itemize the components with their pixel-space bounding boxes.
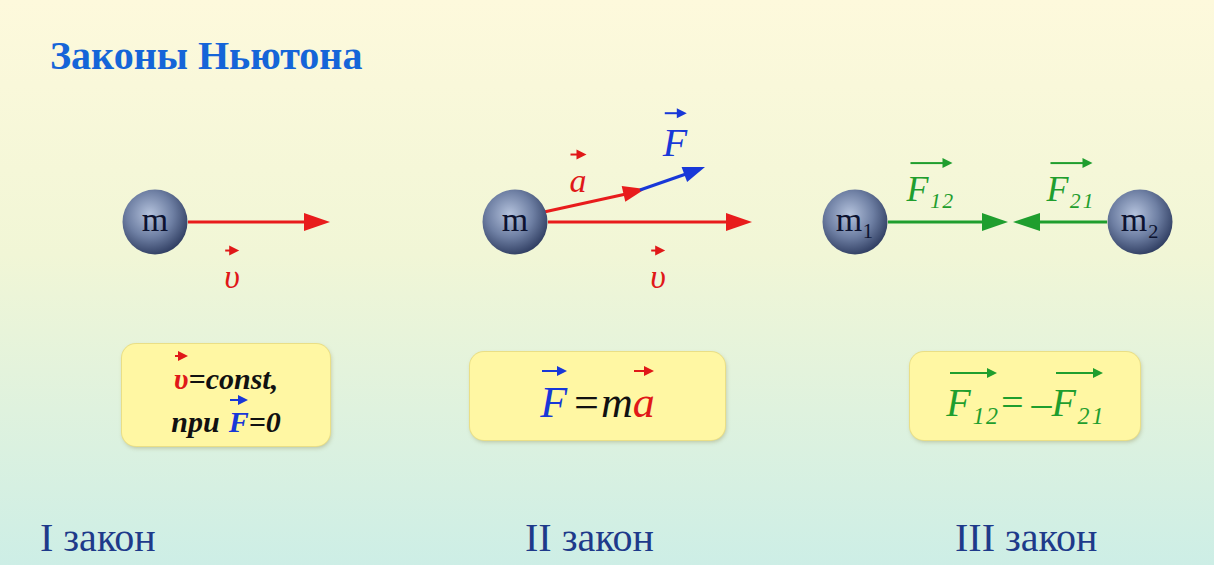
law-caption: I закон [40, 516, 156, 560]
formula-box: υ=const, при F=0 [122, 344, 330, 446]
law-name: II закон [525, 515, 654, 560]
mass-ball: m [482, 189, 548, 255]
vector-symbol: F₂₁ [1046, 158, 1093, 210]
formula-part: =const, [189, 362, 279, 395]
law-caption: II закон [525, 516, 654, 560]
formula-line: F=ma [540, 364, 654, 427]
formula-part: a [633, 364, 655, 427]
formula-line: при F=0 [171, 395, 281, 438]
formula-part: υ [174, 352, 189, 395]
vector-label: F [663, 107, 687, 165]
mass-label: m [502, 201, 528, 238]
vector-symbol: a [570, 150, 587, 199]
acceleration-arrow [544, 186, 645, 212]
vector-label: υ [650, 246, 666, 295]
vector-symbol: F₁₂ [906, 158, 953, 210]
velocity-arrow [548, 213, 752, 231]
formula-part: при [171, 405, 219, 438]
law-name: I закон [40, 515, 156, 560]
formula-part: F₁₂ [946, 367, 998, 425]
formula-line: υ=const, [174, 352, 278, 395]
ball-circle [1108, 190, 1173, 255]
mass-ball: m₁ [822, 189, 888, 255]
ball-circle [823, 190, 888, 255]
force-arrow [1013, 213, 1107, 231]
vector-symbol: F [663, 107, 687, 165]
ball-circle [123, 190, 188, 255]
vector-label: F₂₁ [1046, 158, 1093, 210]
mass-label: m₂ [1121, 201, 1159, 238]
formula-box: F=ma [470, 352, 725, 440]
mass-label: m [142, 201, 168, 238]
mass-ball: m [122, 189, 188, 255]
formula-part: F₂₁ [1052, 367, 1104, 425]
title: Законы Ньютона [50, 34, 362, 78]
law-name: III закон [955, 515, 1097, 560]
vector-symbol: υ [650, 246, 666, 295]
force-arrow [888, 213, 1008, 231]
formula-part: F [229, 395, 249, 438]
force-arrow [640, 167, 705, 190]
law-caption: III закон [955, 516, 1097, 560]
formula-line: F₁₂=–F₂₁ [946, 367, 1104, 425]
formula-part: =0 [249, 405, 281, 438]
formula-box: F₁₂=–F₂₁ [910, 352, 1140, 440]
velocity-arrow [188, 213, 330, 231]
vector-label: υ [224, 246, 240, 295]
vector-label: a [570, 150, 587, 199]
vector-symbol: υ [224, 246, 240, 295]
mass-ball: m₂ [1107, 189, 1173, 255]
ball-circle [483, 190, 548, 255]
formula-part: =m [571, 379, 632, 427]
formula-part: – [1032, 381, 1052, 425]
formula-part: = [999, 381, 1026, 425]
vector-label: F₁₂ [906, 158, 953, 210]
formula-part: F [540, 364, 567, 427]
mass-label: m₁ [836, 201, 874, 238]
